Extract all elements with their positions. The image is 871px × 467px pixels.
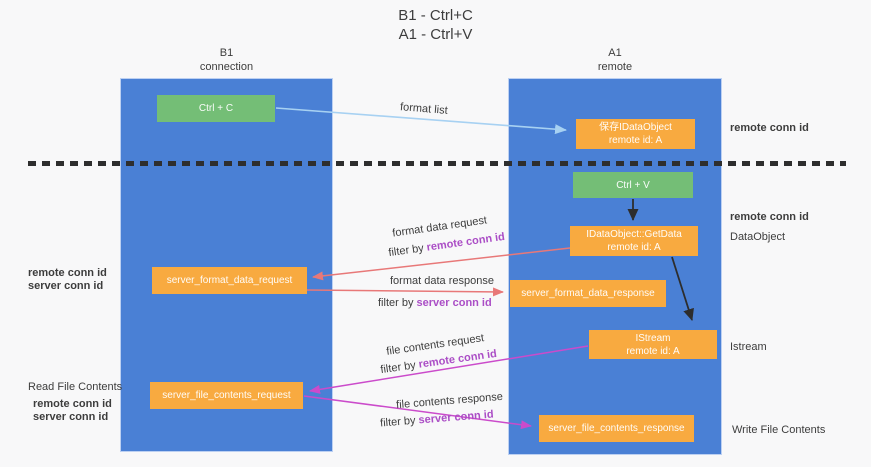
node-ctrl-c: Ctrl + C [157,95,275,122]
filter-prefix: filter by [379,358,420,377]
node-ctrl-c-label: Ctrl + C [198,103,234,114]
label-filter-by-server-conn-id-1: filter by server conn id [378,297,492,309]
lane-b1-role: connection [199,61,254,73]
filter-prefix: filter by [387,241,428,260]
filter-prefix: filter by [379,414,420,430]
side-label-remote-conn-id-left-2: remote conn id [33,398,112,410]
filter-key-server-conn-id: server conn id [418,408,495,427]
lane-header-a1: A1 remote [508,46,722,74]
lane-header-b1: B1 connection [120,46,333,74]
side-label-remote-conn-id-top: remote conn id [730,122,809,134]
side-label-remote-conn-id-mid: remote conn id [730,211,809,223]
node-server-file-contents-request-label: server_file_contents_request [162,390,291,401]
node-idataobject-getdata: IDataObject::GetData remote id: A [570,226,698,256]
side-label-remote-conn-id-left-1: remote conn id [28,267,107,279]
node-server-format-data-response-label: server_format_data_response [521,288,655,299]
node-ctrl-v-label: Ctrl + V [616,179,650,191]
arrow-format-data-response [306,287,504,297]
node-istream-line1: IStream [635,332,671,344]
label-format-list: format list [399,101,449,117]
lane-b1-name: B1 [219,47,234,59]
diagram-title: B1 - Ctrl+C A1 - Ctrl+V [0,6,871,44]
node-server-format-data-request-label: server_format_data_request [166,275,293,286]
label-format-data-response: format data response [390,275,494,287]
node-istream: IStream remote id: A [589,330,717,359]
side-label-dataobject: DataObject [730,231,786,243]
side-label-istream: Istream [730,341,767,353]
title-line-2: A1 - Ctrl+V [398,26,473,43]
phase-separator-dashed-line [28,161,846,166]
side-label-write-file-contents: Write File Contents [732,424,826,436]
filter-key-remote-conn-id: remote conn id [425,230,506,254]
title-line-1: B1 - Ctrl+C [398,7,473,24]
node-ctrl-v: Ctrl + V [573,172,693,198]
node-save-idataobject-line2: remote id: A [608,135,663,146]
side-label-read-file-contents: Read File Contents [28,381,123,393]
label-filter-by-server-conn-id-2: filter by server conn id [380,409,494,430]
node-server-file-contents-response: server_file_contents_response [539,415,694,442]
side-label-server-conn-id-left-1: server conn id [28,280,104,292]
node-server-file-contents-response-label: server_file_contents_response [548,423,685,434]
node-save-idataobject: 保存IDataObject remote id: A [576,119,695,149]
filter-key-server-conn-id: server conn id [416,297,492,309]
node-istream-line2: remote id: A [626,345,680,357]
node-server-format-data-response: server_format_data_response [510,280,666,307]
node-idataobject-getdata-line2: remote id: A [607,242,661,253]
node-idataobject-getdata-line1: IDataObject::GetData [586,229,682,240]
lane-a1-role: remote [597,61,633,73]
node-server-file-contents-request: server_file_contents_request [150,382,303,409]
side-label-server-conn-id-left-2: server conn id [33,411,109,423]
node-save-idataobject-line1: 保存IDataObject [599,122,672,133]
node-server-format-data-request: server_format_data_request [152,267,307,294]
lane-a1-name: A1 [608,47,622,59]
filter-prefix: filter by [378,297,417,309]
